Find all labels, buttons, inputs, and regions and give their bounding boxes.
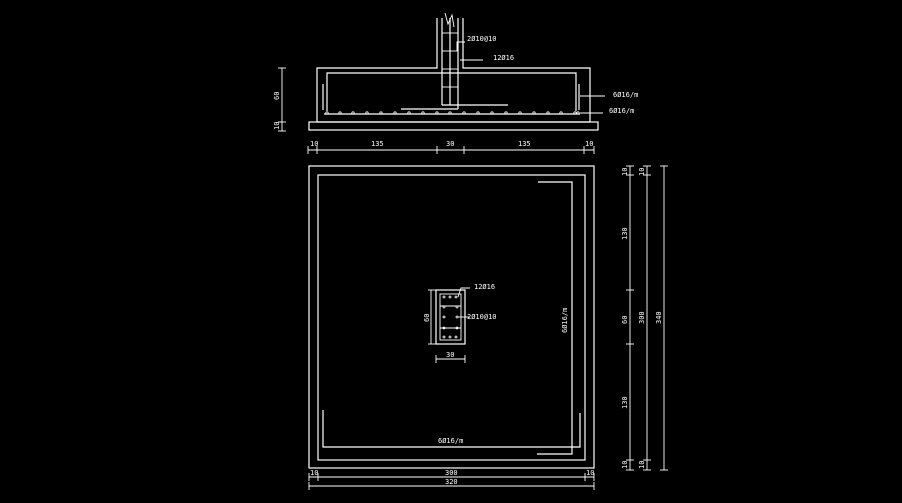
leader-plan-longitudinal <box>457 287 470 298</box>
column-break-line <box>444 12 455 28</box>
leader-stirrup <box>456 41 465 51</box>
dim-text: 130 <box>621 227 629 240</box>
dim-text: 10 <box>638 168 646 176</box>
dim-text: 10 <box>586 469 594 477</box>
section-rebar-dots <box>325 111 580 115</box>
dim-column-height-text: 60 <box>423 314 431 322</box>
label-top-rebar: 6Ø16/m <box>613 91 638 99</box>
dim-text: 300 <box>638 311 646 324</box>
dim-text: 320 <box>445 478 458 486</box>
dim-text: 10 <box>310 469 318 477</box>
dim-text: 340 <box>655 311 663 324</box>
dim-text: 10 <box>310 140 318 148</box>
dim-text: 60 <box>621 316 629 324</box>
dim-section-height-text: 60 <box>273 92 281 100</box>
plan-vertical-rebar <box>537 181 573 455</box>
label-plan-horizontal-rebar: 6Ø16/m <box>438 437 463 445</box>
dim-text: 10 <box>638 461 646 469</box>
dim-text: 135 <box>518 140 531 148</box>
dim-text: 10 <box>585 140 593 148</box>
plan-horizontal-rebar <box>322 410 581 448</box>
label-plan-stirrup: 2Ø10@10 <box>467 313 497 321</box>
section-footing-outline-left <box>316 18 438 122</box>
plan-column-bars <box>442 295 459 339</box>
dim-text: 130 <box>621 396 629 409</box>
section-top-rebar <box>326 72 577 111</box>
plan-footing-edge <box>317 174 586 461</box>
dim-text: 300 <box>445 469 458 477</box>
label-plan-longitudinal: 12Ø16 <box>474 283 495 291</box>
dim-section-base-text: 10 <box>273 122 281 130</box>
label-bottom-rebar: 6Ø16/m <box>609 107 634 115</box>
label-column-longitudinal: 12Ø16 <box>493 54 514 62</box>
dim-text: 30 <box>446 140 454 148</box>
label-plan-vertical-rebar: 6Ø16/m <box>561 308 569 333</box>
section-view: 2Ø10@10 12Ø16 6Ø16/m 6Ø16/m 60 10 10 135… <box>273 12 638 154</box>
section-footing-outline-right <box>462 18 591 122</box>
plan-outer-boundary <box>308 165 595 469</box>
dim-text: 135 <box>371 140 384 148</box>
plan-view: 12Ø16 2Ø10@10 60 30 6Ø16/m 6Ø16/m 10 300… <box>308 165 668 490</box>
dim-text: 10 <box>621 461 629 469</box>
section-base-slab <box>308 121 599 131</box>
label-column-stirrup: 2Ø10@10 <box>467 35 497 43</box>
dim-column-width-text: 30 <box>446 351 454 359</box>
dim-text: 10 <box>621 168 629 176</box>
